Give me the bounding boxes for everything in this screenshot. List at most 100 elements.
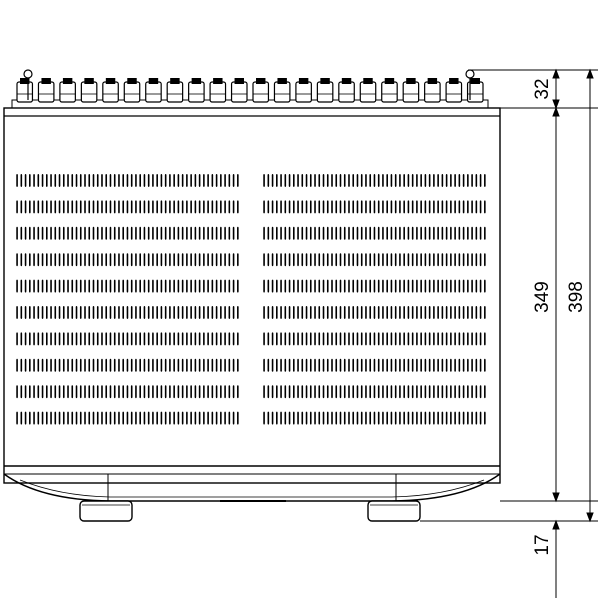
vent-slot [263, 253, 265, 267]
vent-slot [118, 306, 120, 319]
vent-slot [211, 358, 214, 372]
vent-slot [160, 200, 163, 214]
vent-slot [399, 226, 401, 240]
vent-slot [356, 279, 359, 293]
vent-slot [471, 279, 473, 293]
vent-slot [403, 200, 405, 214]
vent-slot [348, 358, 350, 372]
vent-slot [369, 411, 372, 425]
vent-slot [84, 385, 86, 399]
vent-slot [135, 306, 137, 319]
vent-slot [16, 411, 18, 425]
terminal-post [381, 78, 398, 103]
vent-slot [437, 174, 439, 187]
vent-slot [322, 332, 325, 346]
vent-slot [228, 385, 231, 399]
vent-slot [156, 306, 158, 319]
vent-slot [441, 411, 444, 425]
vent-slot [267, 200, 270, 214]
vent-slot [143, 332, 146, 346]
vent-slot [475, 385, 478, 399]
vent-slot [237, 332, 239, 346]
vent-slot [113, 279, 116, 293]
vent-slot [101, 306, 103, 319]
vent-slot [301, 253, 304, 267]
vent-slot [276, 200, 278, 214]
terminal-post [424, 78, 441, 103]
vent-slot [190, 253, 192, 267]
vent-slot [339, 174, 342, 187]
vent-slot [41, 306, 44, 319]
vent-slot [135, 279, 137, 293]
vent-slot [92, 385, 95, 399]
vent-slot [126, 306, 129, 319]
vent-slot [416, 332, 418, 346]
vent-slot [194, 174, 197, 187]
vent-slot [62, 279, 65, 293]
vent-slot [318, 200, 321, 214]
vent-slot [186, 332, 188, 346]
vent-slot [224, 332, 226, 346]
vent-slot [177, 253, 180, 267]
vent-slot [335, 306, 338, 319]
vent-slot [143, 385, 146, 399]
vent-slot [394, 226, 397, 240]
vent-slot [314, 253, 316, 267]
vent-slot [181, 279, 184, 293]
vent-slot [382, 174, 384, 187]
vent-slot [20, 306, 23, 319]
vent-slot [407, 200, 410, 214]
vent-slot [403, 174, 405, 187]
vent-slot [263, 226, 265, 240]
vent-slot [335, 358, 338, 372]
vent-slot [343, 332, 346, 346]
vent-slot [263, 358, 265, 372]
vent-slot [228, 306, 231, 319]
vent-slot [101, 200, 103, 214]
vent-slot [45, 385, 48, 399]
vent-slot [433, 279, 435, 293]
terminal-post [209, 78, 227, 103]
vent-slot [33, 332, 35, 346]
vent-slot [122, 174, 125, 187]
vent-slot [458, 226, 461, 240]
vent-slot [428, 226, 431, 240]
vent-slot [62, 411, 65, 425]
vent-slot [33, 279, 35, 293]
vent-slot [220, 200, 222, 214]
vent-slot [84, 226, 86, 240]
vent-slot [352, 279, 355, 293]
terminal-post [252, 78, 270, 103]
vent-slot [186, 226, 188, 240]
vent-slot [271, 332, 274, 346]
vent-slot [382, 253, 384, 267]
terminal-post [295, 78, 312, 103]
vent-slot [390, 174, 393, 187]
vent-slot [356, 385, 359, 399]
vent-slot [280, 358, 282, 372]
vent-slot [377, 385, 380, 399]
vent-slot [79, 279, 82, 293]
vent-slot [215, 226, 218, 240]
vent-slot [147, 358, 150, 372]
vent-slot [479, 279, 482, 293]
vent-slot [267, 332, 270, 346]
corner-post [23, 69, 33, 100]
vent-slot [301, 200, 304, 214]
vent-slot [29, 358, 31, 372]
vent-slot [394, 279, 397, 293]
vent-slot [288, 306, 291, 319]
vent-slot [280, 253, 282, 267]
vent-slot [373, 226, 376, 240]
vent-slot [314, 332, 316, 346]
vent-slot [352, 174, 355, 187]
vent-slot [147, 279, 150, 293]
vent-slot [24, 279, 27, 293]
vent-slot [386, 279, 388, 293]
vent-slot [420, 226, 422, 240]
vent-slot [399, 411, 401, 425]
vent-slot [369, 306, 372, 319]
vent-slot [75, 306, 78, 319]
vent-slot [122, 411, 125, 425]
vent-slot [373, 385, 376, 399]
